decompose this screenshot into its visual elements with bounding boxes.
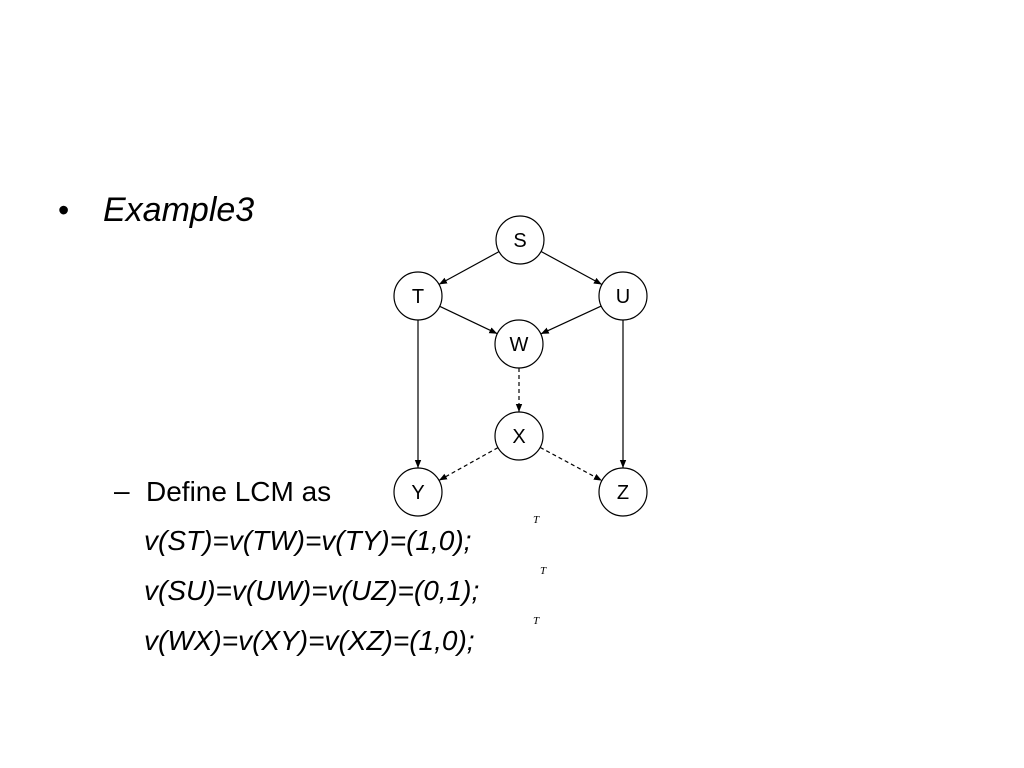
formula-3-superscript: T <box>533 615 540 627</box>
node-circle-w <box>494 319 544 369</box>
formula-2-superscript: T <box>540 565 547 577</box>
node-label-t: T <box>412 286 424 308</box>
node-label-y: Y <box>411 482 424 504</box>
bullet-marker: • <box>58 192 70 228</box>
node-label-u: U <box>616 286 630 308</box>
node-z: Z <box>598 467 648 517</box>
node-label-x: X <box>512 426 525 448</box>
node-s: S <box>495 215 545 265</box>
node-circle-x <box>494 411 544 461</box>
edge-u-w <box>540 305 602 335</box>
formula-line-3: v(WX)=v(XY)=v(XZ)=(1,0); <box>144 625 475 656</box>
edge-x-z <box>539 446 603 482</box>
node-x: X <box>494 411 544 461</box>
formula-line-1: v(ST)=v(TW)=v(TY)=(1,0); <box>144 525 472 556</box>
edge-t-w <box>439 305 498 335</box>
node-label-w: W <box>510 334 529 356</box>
slide-title: Example3 <box>103 191 255 229</box>
node-circle-u <box>598 271 648 321</box>
sub-bullet-dash: – <box>114 475 130 506</box>
node-t: T <box>393 271 443 321</box>
node-w: W <box>494 319 544 369</box>
node-label-z: Z <box>617 482 629 504</box>
formula-1-superscript: T <box>533 514 540 526</box>
formula-line-2: v(SU)=v(UW)=v(UZ)=(0,1); <box>144 575 480 606</box>
node-circle-z <box>598 467 648 517</box>
node-circle-y <box>393 467 443 517</box>
edges-layer <box>414 250 627 482</box>
edge-s-u <box>540 250 603 286</box>
edge-x-y <box>438 447 499 481</box>
sub-bullet-text: Define LCM as <box>146 476 332 507</box>
nodes-layer: S T U W X Y Z <box>393 215 648 517</box>
node-y: Y <box>393 467 443 517</box>
node-label-s: S <box>513 230 526 252</box>
edge-s-t <box>438 251 500 285</box>
node-u: U <box>598 271 648 321</box>
node-circle-t <box>393 271 443 321</box>
node-circle-s <box>495 215 545 265</box>
